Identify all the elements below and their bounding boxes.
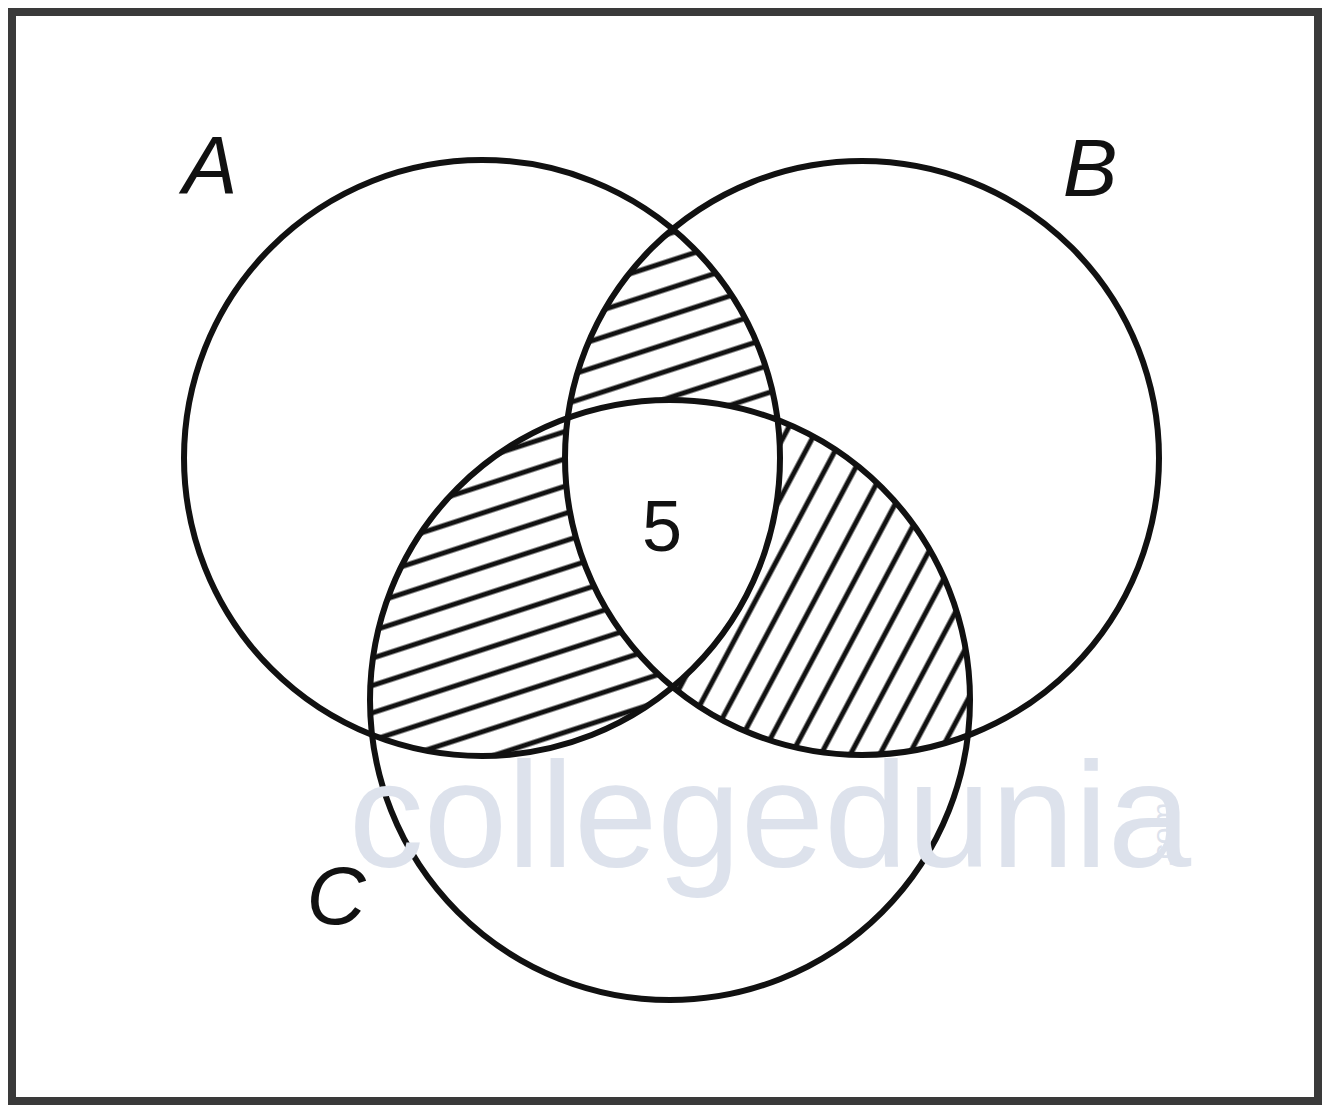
region-abc: [370, 400, 970, 1000]
set-circle: [184, 160, 780, 756]
watermark: .com: [1148, 802, 1178, 867]
set-label: B: [1063, 127, 1118, 209]
set-circle: [565, 161, 1159, 755]
watermark: collegedunia: [349, 740, 1191, 890]
set-label: A: [183, 124, 238, 206]
region-value: 5: [642, 490, 682, 562]
set-circle: [370, 400, 970, 1000]
frame: [12, 12, 1318, 1101]
